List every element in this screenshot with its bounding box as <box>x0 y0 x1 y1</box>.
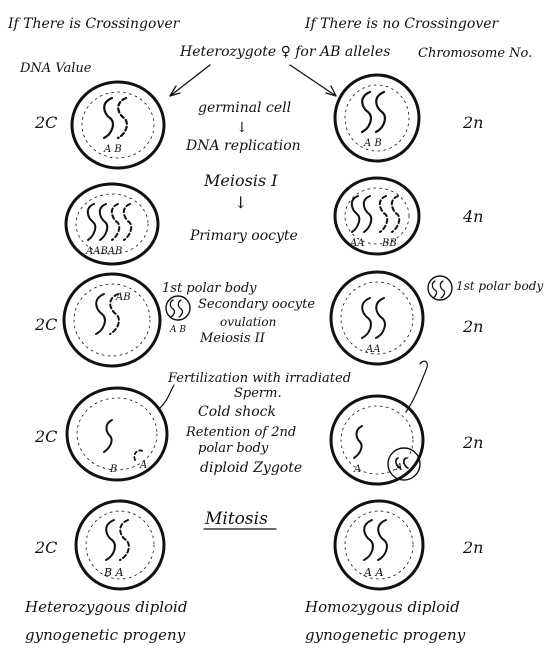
right-polar-body-row3 <box>427 275 453 301</box>
right-cell-row3: AA <box>329 270 425 366</box>
step-fertilization-2: Sperm. <box>234 386 282 401</box>
left-cell-row3: AB <box>62 272 162 368</box>
allele-label-r1: A B <box>363 138 382 149</box>
step-mitosis: Mitosis <box>204 509 268 529</box>
footer-right-line1: Homozygous diploid <box>304 598 460 616</box>
dna-value-row5: 2C <box>34 538 57 557</box>
step-retention-2: polar body <box>198 441 269 456</box>
step-ovulation: ovulation <box>220 315 276 329</box>
chromosome-number-row3: 2n <box>462 317 483 336</box>
chromosome-number-row4: 2n <box>462 433 483 452</box>
footer-left-line1: Heterozygous diploid <box>24 598 187 616</box>
step-arrow-2: ↓ <box>234 193 247 212</box>
right-cell-row5: A A <box>333 499 425 591</box>
right-cell-row1: A B <box>333 73 421 163</box>
left-cell-row5: B A <box>74 499 166 591</box>
footer-left-line2: gynogenetic progeny <box>25 626 186 644</box>
right-cell-row2: AA BB <box>333 176 421 256</box>
dna-value-row1: 2C <box>34 113 57 132</box>
chromosome-number-row5: 2n <box>462 538 483 557</box>
arrow-to-left-cell-head <box>169 85 181 97</box>
right-cell-row4: A A <box>329 360 428 486</box>
allele-label-l4b: A <box>139 460 147 471</box>
step-meiosis-1: Meiosis I <box>203 171 278 190</box>
step-polar-body-right: 1st polar body <box>456 279 543 293</box>
allele-label-l3: AB <box>115 292 131 303</box>
step-primary-oocyte: Primary oocyte <box>189 228 298 244</box>
chromosome-number-row1: 2n <box>462 113 483 132</box>
allele-label-l2: AABAB <box>85 246 122 257</box>
allele-label-r3: AA <box>365 344 380 355</box>
arrow-to-right-cell-head <box>325 85 337 97</box>
dna-value-row4: 2C <box>34 427 57 446</box>
heterozygote-label: Heterozygote ♀ for AB alleles <box>179 44 390 60</box>
allele-label-r2b: BB <box>381 238 397 249</box>
step-cold-shock: Cold shock <box>198 404 276 420</box>
allele-label-l3pb: A B <box>169 325 186 335</box>
step-diploid-zygote: diploid Zygote <box>200 460 302 476</box>
allele-label-r5: A A <box>363 566 383 579</box>
step-meiosis-2: Meiosis II <box>199 331 266 346</box>
step-dna-replication: DNA replication <box>185 138 301 154</box>
dna-value-row3: 2C <box>34 315 57 334</box>
allele-label-r2a: AA <box>349 238 364 249</box>
step-arrow-1: ↓ <box>236 120 248 136</box>
chromosome-number-row2: 4n <box>462 207 483 226</box>
allele-label-l5: B A <box>103 566 124 579</box>
left-cell-row4: B A <box>65 384 175 482</box>
left-cell-row2: AABAB <box>64 182 160 266</box>
arrow-to-left-cell <box>169 64 211 97</box>
arrow-to-right-cell <box>289 64 337 97</box>
header-right: If There is no Crossingover <box>304 16 500 32</box>
step-polar-body-left: 1st polar body <box>162 281 257 296</box>
allele-label-r4a: A <box>353 464 361 475</box>
allele-label-r4b: A <box>395 463 403 473</box>
allele-label-l1: A B <box>103 144 122 155</box>
footer-right-line2: gynogenetic progeny <box>305 626 466 644</box>
dna-value-heading: DNA Value <box>19 61 92 76</box>
step-fertilization-1: Fertilization with irradiated <box>167 371 351 386</box>
step-secondary-oocyte: Secondary oocyte <box>198 297 315 312</box>
header-left: If There is Crossingover <box>7 16 181 32</box>
left-polar-body-row3: A B <box>165 295 191 335</box>
allele-label-l4a: B <box>109 464 117 475</box>
step-germinal-cell: germinal cell <box>198 100 291 116</box>
left-cell-row1: A B <box>70 80 166 170</box>
chromosome-number-heading: Chromosome No. <box>418 46 532 61</box>
step-retention-1: Retention of 2nd <box>185 425 296 440</box>
